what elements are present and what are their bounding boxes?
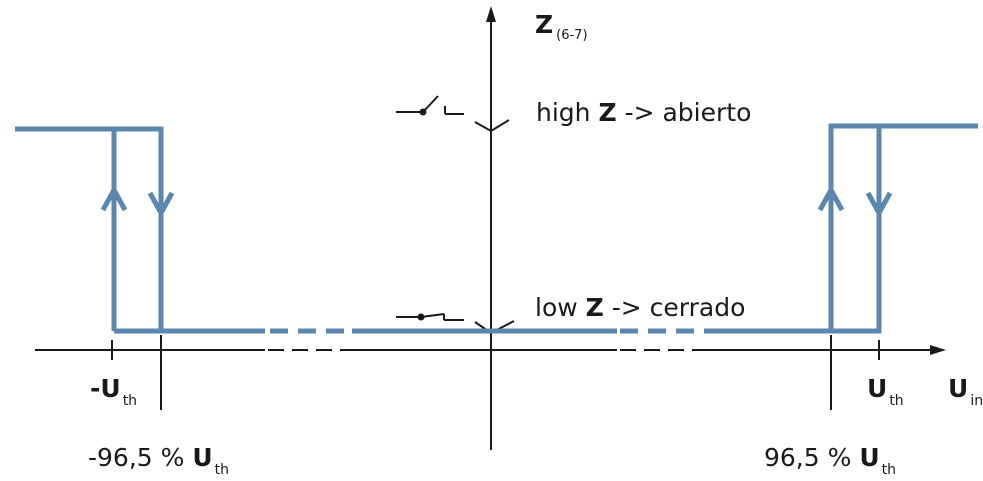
switch-closed-pivot bbox=[417, 313, 425, 321]
y-axis-arrowhead bbox=[486, 6, 496, 22]
switch-open-pivot bbox=[419, 108, 427, 116]
left-up-arrow-icon bbox=[100, 184, 128, 212]
axis-arrowheads bbox=[417, 6, 946, 355]
right-up-arrow-icon bbox=[817, 184, 845, 212]
switch-closed-blade bbox=[420, 313, 445, 318]
right-loop bbox=[705, 126, 882, 334]
axes bbox=[35, 14, 940, 450]
hysteresis-curve bbox=[15, 123, 978, 334]
switch-open-blade bbox=[422, 95, 439, 113]
low-z-label: low Z -> cerrado bbox=[535, 293, 746, 322]
left-high-level bbox=[15, 126, 164, 331]
high-level-mark bbox=[474, 119, 510, 133]
high-z-label: high Z -> abierto bbox=[536, 98, 752, 127]
right-up-path bbox=[828, 123, 978, 331]
z-axis-label: Z(6-7) bbox=[535, 10, 588, 43]
x-axis-arrowhead bbox=[930, 345, 946, 355]
right-down-arrow-icon bbox=[865, 191, 893, 219]
left-down-arrow-icon bbox=[147, 191, 175, 219]
